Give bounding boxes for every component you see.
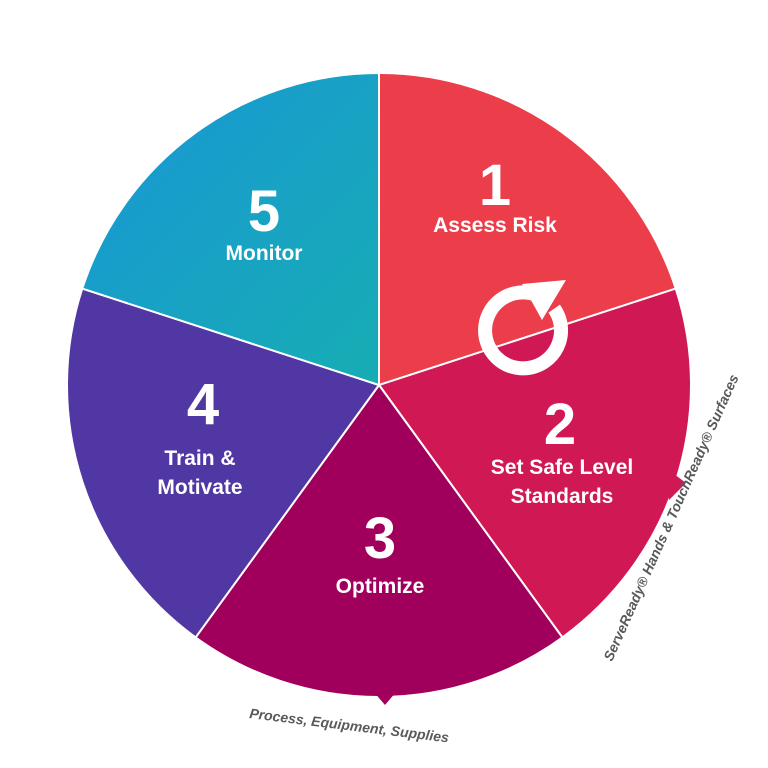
segment-3-label: Optimize	[336, 575, 425, 598]
segment-1-wedge	[378, 71, 677, 387]
segment-1-label: Assess Risk	[433, 214, 557, 237]
segment-4-label-line-1: Train &	[164, 447, 235, 470]
segment-1-number: 1	[479, 153, 511, 218]
cycle-wheel	[66, 71, 692, 698]
segment-2-pointer	[666, 468, 686, 500]
segment-1-text: 1 Assess Risk	[433, 153, 557, 237]
segment-2-label-line-1: Set Safe Level	[491, 456, 633, 479]
segment-2-text: 2 Set Safe Level Standards	[491, 392, 633, 508]
segment-3-number: 3	[364, 506, 396, 571]
segment-4-number: 4	[187, 372, 219, 437]
segment-3-text: 3 Optimize	[336, 506, 425, 598]
circular-arrow-icon	[478, 280, 568, 376]
segment-4-label-line-2: Motivate	[157, 476, 242, 499]
segment-5-number: 5	[248, 179, 280, 244]
segment-4-wedge	[66, 287, 381, 639]
segment-2-number: 2	[544, 392, 576, 457]
segment-3-pointer	[368, 685, 402, 705]
segment-2-label-line-2: Standards	[511, 485, 614, 508]
segment-5-text: 5 Monitor	[226, 179, 303, 265]
segment-3-note: Process, Equipment, Supplies	[249, 705, 450, 745]
segment-5-wedge	[81, 71, 380, 387]
segment-4-text: 4 Train & Motivate	[157, 372, 242, 499]
segment-5-label: Monitor	[226, 242, 303, 265]
